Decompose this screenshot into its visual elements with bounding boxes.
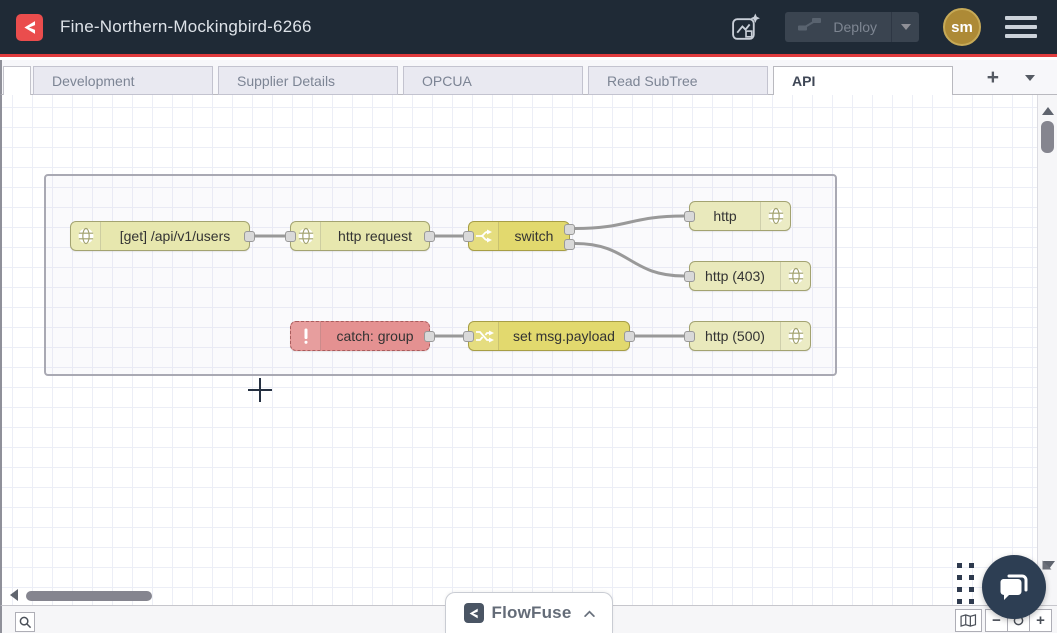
flowfuse-banner[interactable]: FlowFuse	[445, 592, 613, 633]
chevron-up-icon	[583, 610, 595, 617]
input-port[interactable]	[463, 231, 474, 242]
flowfuse-label: FlowFuse	[491, 603, 572, 622]
node-label: http request	[338, 228, 412, 244]
globe-icon	[71, 222, 101, 250]
horizontal-scrollbar-thumb[interactable]	[26, 591, 152, 601]
wire[interactable]	[573, 242, 686, 278]
input-port[interactable]	[285, 231, 296, 242]
chat-drag-handle[interactable]	[957, 563, 975, 611]
add-flow-button[interactable]: +	[986, 66, 999, 89]
globe-icon	[760, 202, 790, 230]
scroll-left-icon[interactable]	[10, 589, 18, 601]
node-switch[interactable]: switch	[463, 221, 575, 251]
node-http-request[interactable]: http request	[285, 221, 435, 251]
deploy-options-caret[interactable]	[891, 12, 919, 42]
chat-resize-icon[interactable]	[1042, 551, 1052, 570]
tab-opcua[interactable]: OPCUA	[403, 66, 583, 95]
flow-canvas[interactable]: [get] /api/v1/users http request switch h…	[0, 95, 1037, 633]
tab-development[interactable]: Development	[33, 66, 213, 95]
user-avatar[interactable]: sm	[943, 8, 981, 46]
tab-api[interactable]: API	[773, 66, 953, 96]
tab-supplier-details[interactable]: Supplier Details	[218, 66, 398, 95]
node-label: http	[713, 208, 737, 224]
deploy-nodes-icon	[797, 16, 824, 38]
scroll-up-icon[interactable]	[1042, 107, 1054, 115]
node-change[interactable]: set msg.payload	[463, 321, 635, 351]
header-bar: Fine-Northern-Mockingbird-6266	[0, 0, 1057, 57]
flowfuse-logo-icon	[463, 603, 484, 623]
output-port[interactable]	[244, 231, 255, 242]
node-label: catch: group	[336, 328, 414, 344]
node-catch-group[interactable]: catch: group	[290, 321, 435, 351]
node-label: switch	[514, 228, 554, 244]
node-label: set msg.payload	[513, 328, 615, 344]
node-label: http (500)	[705, 328, 765, 344]
node-http-res-403[interactable]: http (403)	[684, 261, 811, 291]
input-port[interactable]	[684, 271, 695, 282]
tab-scroll-spacer	[3, 66, 31, 95]
caret-down-icon	[900, 24, 911, 30]
vertical-scrollbar[interactable]	[1037, 95, 1057, 633]
node-label: [get] /api/v1/users	[119, 228, 231, 244]
tab-read-subtree[interactable]: Read SubTree	[588, 66, 768, 95]
wire[interactable]	[573, 214, 686, 230]
change-icon	[469, 322, 499, 350]
input-port[interactable]	[684, 211, 695, 222]
exclamation-icon	[291, 322, 321, 350]
scroll-down-icon[interactable]	[1043, 561, 1055, 569]
navigator-button[interactable]	[955, 609, 982, 632]
vertical-scrollbar-thumb[interactable]	[1041, 121, 1054, 153]
node-http-res[interactable]: http	[684, 201, 791, 231]
zoom-in-button[interactable]: +	[1029, 609, 1052, 632]
input-port[interactable]	[463, 331, 474, 342]
chat-icon	[1000, 574, 1028, 600]
deploy-button[interactable]: Deploy	[785, 12, 919, 42]
node-label: http (403)	[705, 268, 765, 284]
globe-icon	[291, 222, 321, 250]
node-http-res-500[interactable]: http (500)	[684, 321, 811, 351]
avatar-initials: sm	[951, 18, 973, 36]
instance-title: Fine-Northern-Mockingbird-6266	[60, 17, 312, 36]
map-icon	[960, 614, 977, 627]
hamburger-menu-icon[interactable]	[1005, 12, 1037, 42]
output-port[interactable]	[624, 331, 635, 342]
chat-widget-button[interactable]	[982, 555, 1046, 619]
globe-icon	[780, 322, 810, 350]
flowfuse-logo-icon[interactable]	[16, 13, 43, 41]
node-http-in[interactable]: [get] /api/v1/users	[70, 221, 255, 251]
flow-list-caret-icon[interactable]	[1025, 75, 1035, 81]
output-port[interactable]	[424, 331, 435, 342]
output-port[interactable]	[564, 238, 575, 250]
input-port[interactable]	[684, 331, 695, 342]
deploy-label: Deploy	[833, 19, 877, 35]
ai-assistant-icon[interactable]	[729, 11, 761, 43]
wires-layer	[253, 214, 686, 338]
output-port[interactable]	[564, 223, 575, 235]
search-button[interactable]	[15, 612, 35, 632]
search-icon	[19, 616, 31, 628]
output-port[interactable]	[424, 231, 435, 242]
globe-icon	[780, 262, 810, 290]
switch-icon	[469, 222, 499, 250]
